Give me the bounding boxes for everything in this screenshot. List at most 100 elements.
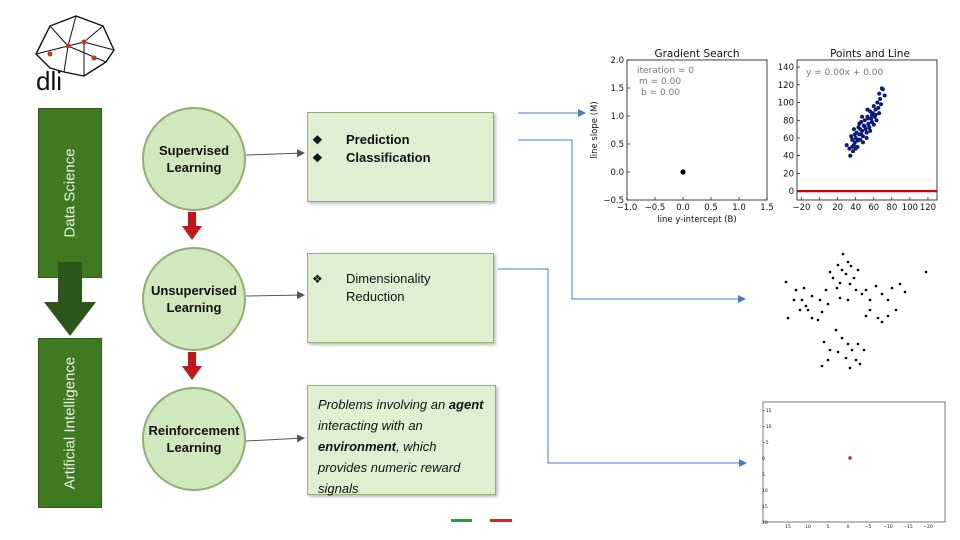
y-tick-label: 10	[762, 488, 768, 494]
plot-frame	[626, 59, 768, 201]
x-tick-label: −15	[903, 524, 913, 530]
x-tick-label: 40	[850, 203, 861, 213]
data-point	[879, 102, 883, 107]
task-label: Classification	[346, 150, 431, 165]
cluster-point	[824, 288, 828, 292]
cluster-point	[794, 288, 798, 292]
data-point	[844, 143, 849, 148]
cluster-point	[868, 298, 872, 302]
cluster-point	[806, 308, 810, 312]
cluster-point	[840, 268, 844, 272]
y-tick-label: −0.5	[603, 196, 624, 206]
cluster-point	[786, 316, 790, 320]
task-label: Dimensionality Reduction	[346, 271, 431, 304]
gradient-search-plot: Gradient Search iteration = 0m = 0.00b =…	[590, 48, 774, 225]
cluster-point	[826, 302, 830, 306]
data-science-bar: Data Science	[38, 108, 102, 278]
y-tick-label: −15	[762, 408, 772, 414]
data-point	[874, 118, 879, 123]
y-tick-label: 2.0	[610, 56, 624, 66]
cluster-point	[800, 298, 804, 302]
data-point	[879, 86, 884, 91]
cluster-point	[820, 364, 824, 368]
cluster-point	[903, 290, 907, 294]
data-point	[867, 125, 872, 130]
iteration-annotation: iteration = 0	[637, 66, 694, 76]
data-point	[850, 137, 855, 142]
y-tick-label: 1.5	[610, 84, 624, 94]
cluster-point	[854, 358, 858, 362]
x-tick-label: 0	[847, 524, 850, 530]
cluster-point	[798, 308, 802, 312]
agent-point	[848, 456, 852, 460]
data-point	[873, 112, 878, 117]
gradient-point	[680, 169, 686, 175]
cluster-point	[864, 288, 868, 292]
data-point	[864, 130, 869, 135]
x-tick-label: −1.0	[617, 203, 638, 213]
diamond-bullet-icon: ❖	[312, 272, 323, 286]
data-point	[862, 118, 867, 123]
cluster-point	[836, 350, 840, 354]
y-tick-label: 15	[762, 504, 768, 510]
data-point	[877, 111, 882, 116]
cluster-point	[856, 342, 860, 346]
reinforcement-description: Problems involving an agent interacting …	[318, 397, 484, 496]
brain-network-icon	[35, 15, 115, 77]
cluster-point	[828, 348, 832, 352]
cluster-point	[810, 294, 814, 298]
cluster-point	[841, 252, 845, 256]
y-tick-label: 0.5	[610, 140, 624, 150]
cluster-point	[838, 296, 842, 300]
x-tick-label: 0.5	[704, 203, 718, 213]
cluster-point	[792, 298, 796, 302]
y-tick-label: 0	[789, 187, 794, 197]
data-point	[865, 107, 870, 112]
x-tick-label: 60	[868, 203, 879, 213]
data-point	[866, 116, 871, 121]
x-tick-label: 120	[920, 203, 936, 213]
task-item: ❖ Dimensionality Reduction	[308, 270, 466, 306]
cluster-point	[886, 314, 890, 318]
plot-frame	[762, 401, 946, 523]
cluster-point	[858, 362, 862, 366]
diamond-bullet-icon: ❖	[312, 151, 323, 165]
x-tick-label: 100	[902, 203, 918, 213]
data-point	[878, 96, 883, 101]
cluster-point	[846, 342, 850, 346]
y-tick-label: 120	[778, 81, 794, 91]
data-point	[862, 124, 867, 129]
cluster-point	[784, 280, 788, 284]
data-point	[848, 153, 853, 158]
supervised-tasks-box: ❖Prediction ❖Classification	[307, 112, 494, 202]
y-tick-label: 1.0	[610, 112, 624, 122]
unsupervised-tasks-box: ❖ Dimensionality Reduction	[307, 253, 494, 343]
x-tick-label: −20	[793, 203, 811, 213]
y-tick-label: 40	[783, 152, 794, 162]
cluster-point	[816, 318, 820, 322]
cluster-point	[831, 276, 835, 280]
cluster-point	[880, 320, 884, 324]
x-tick-label: 15	[785, 524, 791, 530]
y-tick-label: 140	[778, 63, 794, 73]
reinforcement-description-box: Problems involving an agent interacting …	[307, 385, 496, 496]
x-tick-label: −0.5	[645, 203, 666, 213]
x-tick-label: −20	[923, 524, 933, 530]
data-point	[868, 128, 873, 133]
data-point	[876, 105, 881, 110]
data-point	[864, 135, 869, 140]
reinforcement-label-1: Reinforcement	[148, 423, 240, 438]
x-tick-label: 0	[817, 203, 822, 213]
cluster-point	[810, 316, 814, 320]
diamond-bullet-icon: ❖	[312, 133, 323, 147]
reinforcement-label-2: Learning	[166, 440, 222, 455]
data-point	[849, 134, 854, 139]
data-point	[860, 114, 865, 119]
cluster-point	[828, 270, 832, 274]
cluster-point	[852, 276, 856, 280]
cluster-point	[804, 304, 808, 308]
cluster-point	[880, 292, 884, 296]
